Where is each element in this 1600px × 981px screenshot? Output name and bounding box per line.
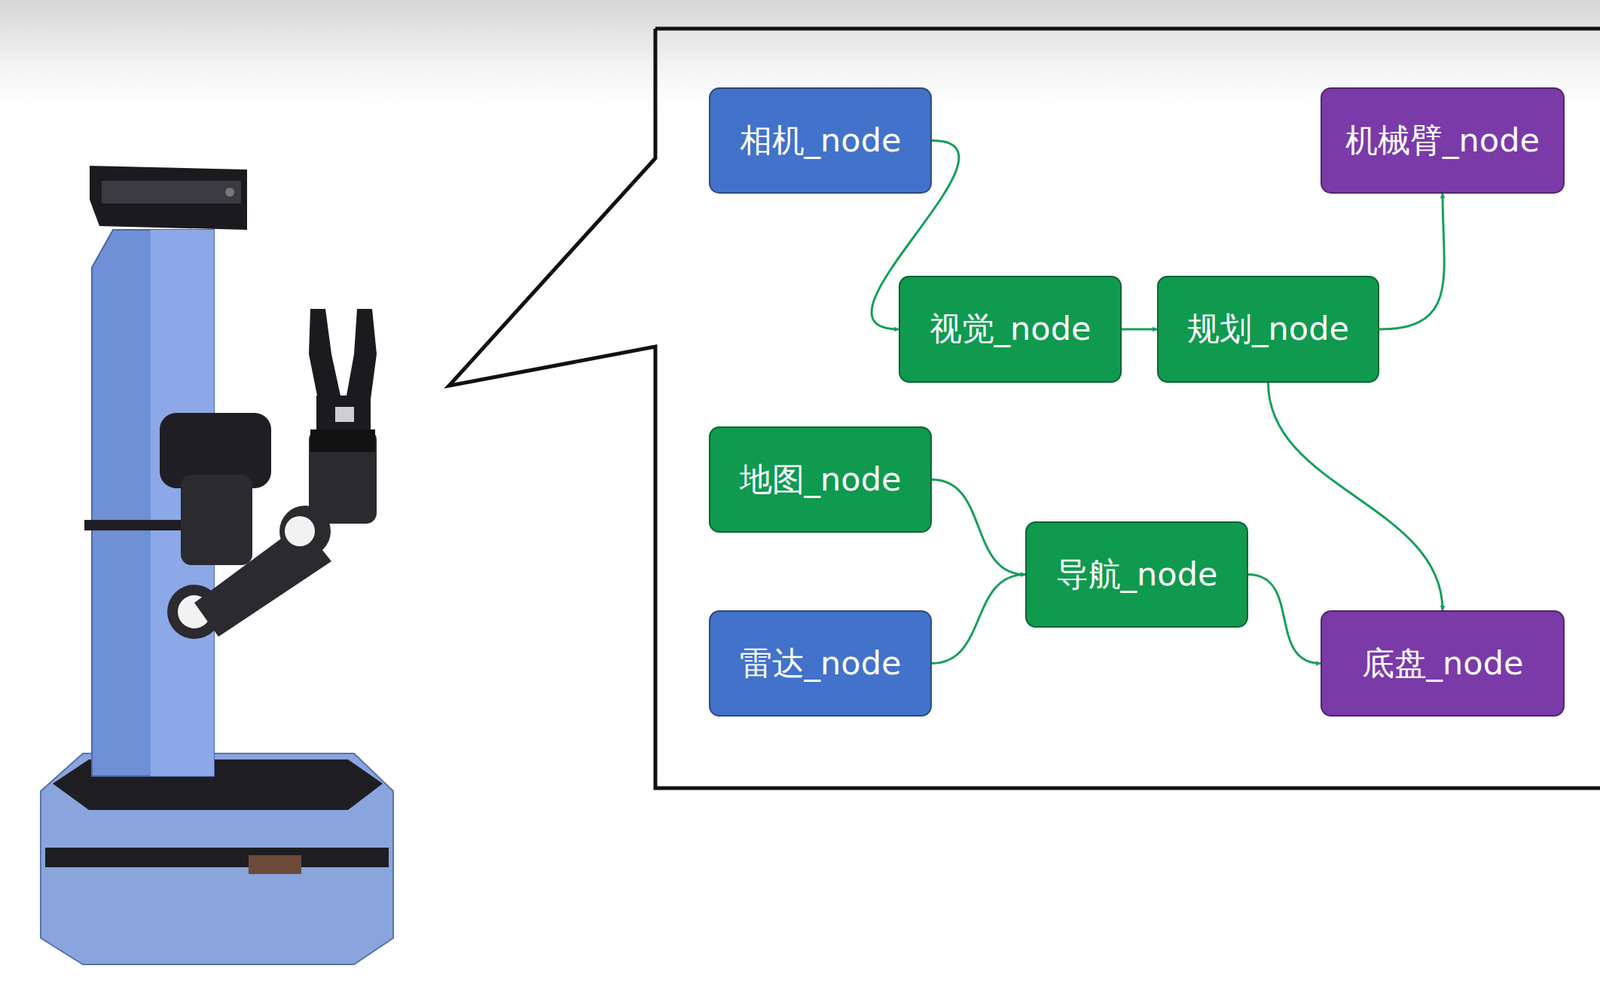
robot-base-foot bbox=[248, 854, 302, 874]
robot-gripper-finger bbox=[346, 308, 377, 400]
process-box: 地图_node bbox=[708, 426, 932, 533]
robot-gripper-finger bbox=[308, 308, 341, 400]
node-label: 规划_node bbox=[1187, 307, 1350, 352]
robot-base-band bbox=[45, 847, 389, 868]
robot-sensor-lens bbox=[225, 187, 235, 197]
node-label: 视觉_node bbox=[929, 307, 1092, 352]
flow-arrow bbox=[1248, 574, 1321, 664]
flow-arrow bbox=[931, 574, 1026, 664]
node-label: 底盘_node bbox=[1361, 641, 1524, 686]
node-label: 地图_node bbox=[739, 458, 902, 502]
robot-sensor bbox=[89, 165, 248, 230]
node-label: 雷达_node bbox=[739, 641, 902, 686]
process-box: 雷达_node bbox=[708, 610, 932, 717]
robot-gripper-plate bbox=[335, 406, 355, 422]
robot-elbow-cap bbox=[284, 516, 315, 547]
flow-arrow bbox=[931, 479, 1026, 575]
node-label: 导航_node bbox=[1056, 552, 1219, 597]
process-box: 导航_node bbox=[1025, 521, 1249, 628]
process-box: 底盘_node bbox=[1320, 610, 1565, 717]
process-box: 机械臂_node bbox=[1320, 87, 1565, 194]
robot-wrist bbox=[308, 429, 377, 524]
process-box: 相机_node bbox=[708, 87, 932, 194]
node-label: 机械臂_node bbox=[1345, 119, 1540, 163]
robot-upper-arm bbox=[180, 474, 253, 565]
process-box: 视觉_node bbox=[898, 275, 1122, 383]
robot-wrist-ring bbox=[310, 429, 376, 452]
robot-gripper-base bbox=[316, 395, 371, 430]
robot-sensor-face bbox=[101, 180, 242, 204]
flow-arrow bbox=[1268, 382, 1444, 611]
node-label: 相机_node bbox=[739, 119, 902, 163]
flow-arrow bbox=[1121, 328, 1158, 331]
robot-base bbox=[40, 753, 394, 965]
callout-frame bbox=[448, 28, 1600, 788]
process-box: 规划_node bbox=[1157, 275, 1380, 383]
flow-arrow bbox=[1379, 193, 1445, 330]
